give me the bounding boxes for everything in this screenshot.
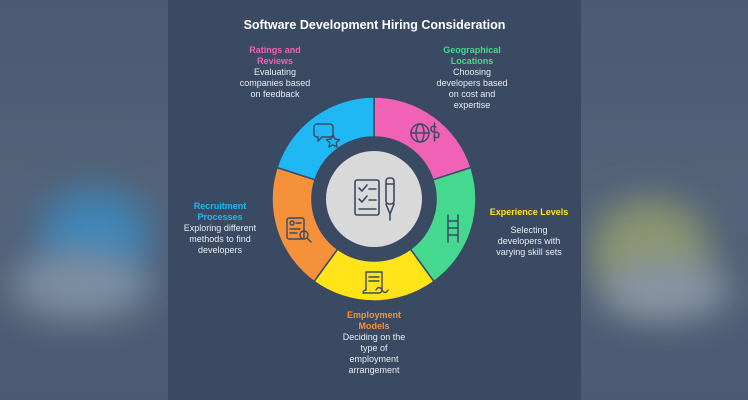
experience-label: Experience Levels Selecting developers w… [480, 207, 578, 258]
employment-description: Deciding on the type of employment arran… [342, 332, 406, 375]
left-blurred-backdrop [0, 0, 168, 400]
experience-description: Selecting developers with varying skill … [496, 225, 562, 257]
employment-label: Employment Models Deciding on the type o… [326, 310, 422, 376]
recruitment-title: Recruitment Processes [193, 201, 247, 222]
geo-description: Choosing developers based on cost and ex… [436, 67, 508, 110]
resume-search-icon [286, 217, 312, 243]
recruitment-label: Recruitment Processes Exploring differen… [170, 201, 270, 256]
contract-icon [362, 271, 389, 294]
geo-label: Geographical Locations Choosing develope… [427, 45, 517, 111]
center-hub [326, 151, 422, 247]
right-blurred-backdrop [580, 0, 748, 400]
ladder-icon [447, 214, 459, 243]
recruitment-description: Exploring different methods to find deve… [183, 223, 257, 255]
checklist-pen-icon [354, 177, 395, 221]
geo-title: Geographical Locations [443, 45, 501, 66]
globe-dollar-icon [410, 122, 440, 143]
chat-star-icon [313, 123, 341, 148]
employment-title: Employment Models [346, 310, 401, 331]
ratings-title: Ratings and Reviews [249, 45, 301, 66]
ratings-label: Ratings and Reviews Evaluating companies… [235, 45, 315, 100]
ratings-description: Evaluating companies based on feedback [239, 67, 311, 99]
diagram-title: Software Development Hiring Consideratio… [243, 18, 506, 32]
experience-title: Experience Levels [489, 207, 569, 217]
